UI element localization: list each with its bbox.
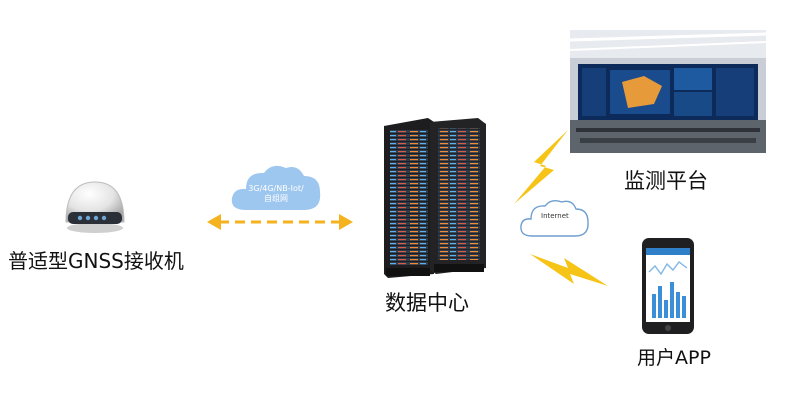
lightning-icon-bottom [530,254,608,286]
gnss-receiver-icon [65,181,125,233]
internet-cloud-icon [520,199,589,237]
network-link-arrow [207,214,353,230]
network-type-label: 3G/4G/NB-Iot/ [248,184,304,193]
monitor-label: 监测平台 [624,169,708,193]
network-type-label-2: 自组网 [264,194,288,203]
smartphone-icon [642,238,694,334]
server-rack-icon [384,118,486,278]
internet-label: Internet [541,212,569,220]
datacenter-label: 数据中心 [385,291,469,315]
app-label: 用户APP [637,347,711,369]
receiver-label: 普适型GNSS接收机 [8,249,184,273]
monitoring-wall-image [570,30,766,153]
network-cloud-icon [231,165,321,210]
lightning-icon-top [514,130,568,204]
